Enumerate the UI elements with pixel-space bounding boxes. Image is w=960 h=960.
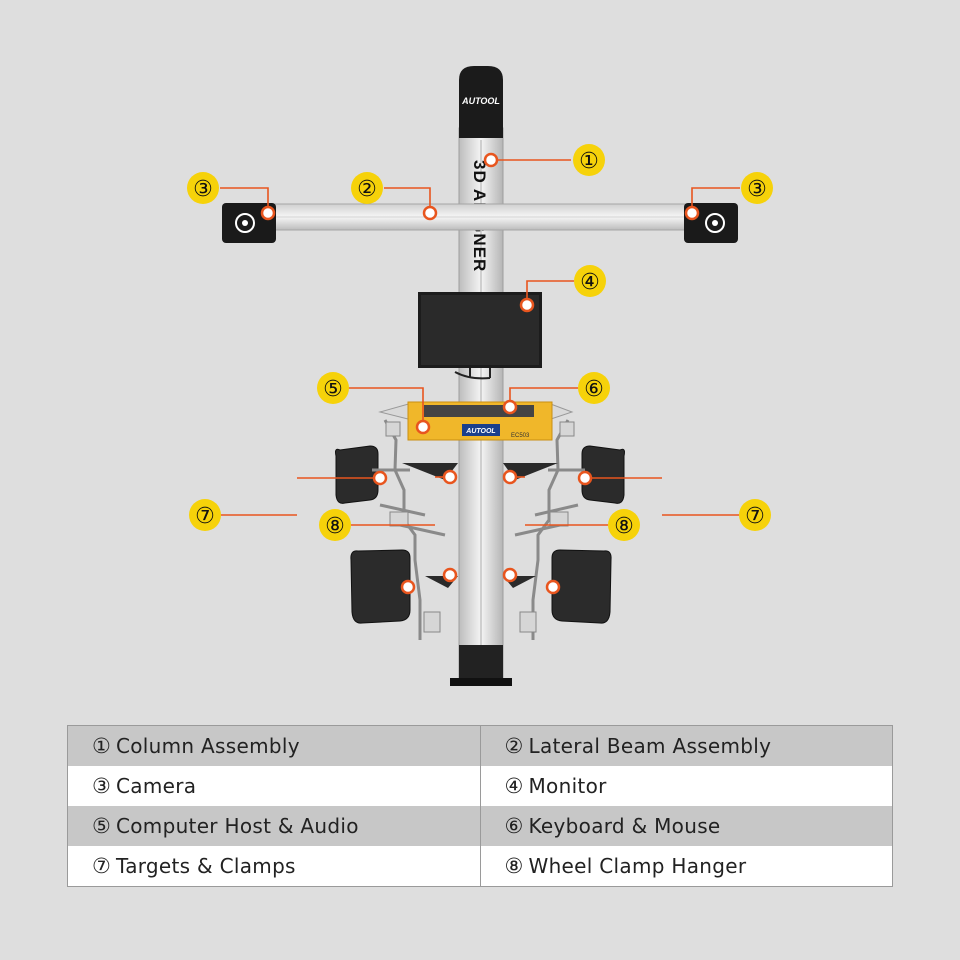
svg-text:③: ③ [193, 177, 213, 202]
brand-logo-top: AUTOOL [461, 96, 500, 106]
lateral-beam-assembly [261, 203, 695, 231]
camera-lens-icon [235, 213, 255, 233]
svg-text:③: ③ [747, 177, 767, 202]
host-model-label: EC503 [511, 433, 530, 439]
leader-endpoints [260, 152, 700, 595]
callout-6: ⑥ [578, 372, 610, 404]
target-lower-right [551, 549, 612, 624]
callout-5: ⑤ [317, 372, 349, 404]
svg-text:⑧: ⑧ [325, 514, 345, 539]
callout-2: ② [351, 172, 383, 204]
target-upper-right [581, 445, 625, 504]
aligner-diagram: AUTOOL 3D ALIGNER AUTOOL EC503 [187, 66, 773, 686]
callout-3-right: ③ [741, 172, 773, 204]
leader-lines [220, 159, 740, 526]
column-base [459, 645, 503, 682]
column-top-cap [459, 66, 503, 138]
callout-1: ① [573, 144, 605, 176]
camera-lens-icon [705, 213, 725, 233]
column-assembly: AUTOOL 3D ALIGNER [450, 66, 512, 686]
svg-text:⑧: ⑧ [614, 514, 634, 539]
svg-text:①: ① [579, 149, 599, 174]
callout-7-left: ⑦ [189, 499, 221, 531]
callout-7-right: ⑦ [739, 499, 771, 531]
svg-text:⑥: ⑥ [584, 377, 604, 402]
brand-logo-host: AUTOOL [465, 428, 495, 435]
svg-text:②: ② [357, 177, 377, 202]
computer-host: AUTOOL EC503 [378, 401, 574, 441]
svg-text:⑦: ⑦ [745, 504, 765, 529]
svg-text:④: ④ [580, 270, 600, 295]
callout-3-left: ③ [187, 172, 219, 204]
callout-4: ④ [574, 265, 606, 297]
targets-clamps [335, 419, 625, 640]
callout-8-left: ⑧ [319, 509, 351, 541]
svg-text:⑤: ⑤ [323, 377, 343, 402]
keyboard [424, 405, 534, 417]
target-upper-left [335, 445, 379, 504]
callout-8-right: ⑧ [608, 509, 640, 541]
svg-text:⑦: ⑦ [195, 504, 215, 529]
monitor [418, 292, 542, 380]
target-lower-left [350, 549, 411, 624]
